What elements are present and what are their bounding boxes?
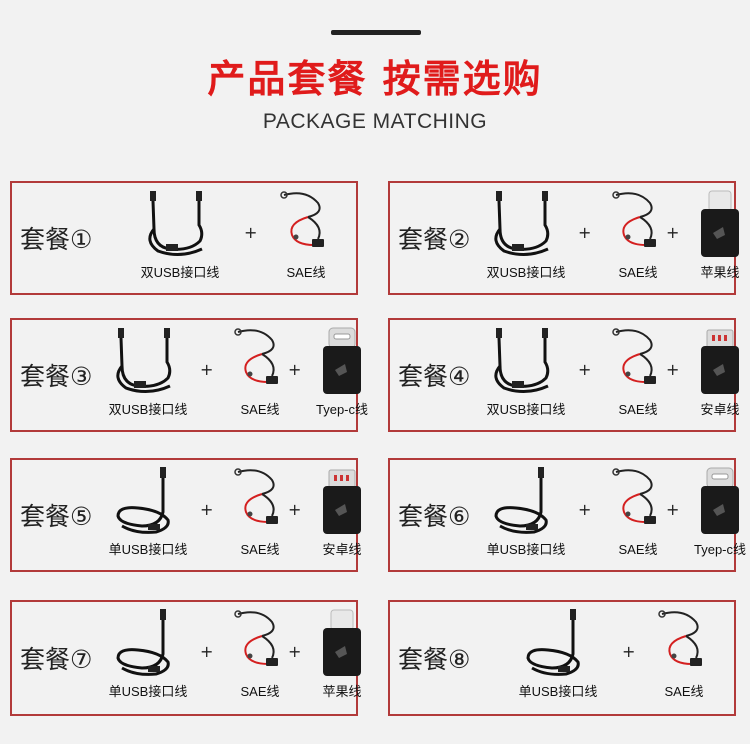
package-item: 双USB接口线 <box>100 326 196 418</box>
package-item: SAE线 <box>212 326 308 418</box>
package-item-label: 苹果线 <box>700 265 740 280</box>
plus-sign: + <box>200 360 214 379</box>
package-item-label: 安卓线 <box>322 542 362 557</box>
top-decor-bar <box>331 30 421 35</box>
package-card: 套餐⑧ 单USB接口线 SAE线 + <box>388 600 736 716</box>
package-item-label: Tyep-c线 <box>315 402 368 417</box>
package-item-label: Tyep-c线 <box>693 542 746 557</box>
package-item: SAE线 <box>212 608 308 700</box>
plus-sign: + <box>666 360 680 379</box>
package-item-label: SAE线 <box>240 402 280 417</box>
sae-cable-icon <box>232 466 288 538</box>
dual-usb-cable-icon <box>486 189 566 261</box>
package-card: 套餐④ 双USB接口线 SAE线 安卓线 + + <box>388 318 740 432</box>
plus-sign: + <box>578 500 592 519</box>
package-name: 套餐⑦ <box>20 645 93 674</box>
package-item-label: 单USB接口线 <box>108 684 188 699</box>
package-item-label: 单USB接口线 <box>518 684 598 699</box>
micro-usb-adapter-icon <box>695 326 745 398</box>
sae-cable-icon <box>278 189 334 261</box>
package-item: SAE线 <box>636 608 732 700</box>
sae-cable-icon <box>232 326 288 398</box>
package-item-label: 双USB接口线 <box>108 402 188 417</box>
plus-sign: + <box>288 500 302 519</box>
package-item-label: SAE线 <box>240 684 280 699</box>
package-name: 套餐① <box>20 225 93 254</box>
lightning-adapter-icon <box>695 189 745 261</box>
single-usb-cable-icon <box>108 466 188 538</box>
package-card: 套餐⑥ 单USB接口线 SAE线 Tyep-c线 + + <box>388 458 746 572</box>
package-item: 苹果线 <box>294 608 390 700</box>
package-item-label: SAE线 <box>286 265 326 280</box>
package-card: 套餐③ 双USB接口线 SAE线 Tyep-c线 + + <box>10 318 368 432</box>
package-item: 单USB接口线 <box>100 466 196 558</box>
plus-sign: + <box>578 360 592 379</box>
package-item: 单USB接口线 <box>478 466 574 558</box>
dual-usb-cable-icon <box>140 189 220 261</box>
package-item-label: 双USB接口线 <box>486 265 566 280</box>
package-item: 安卓线 <box>672 326 750 418</box>
package-item-label: SAE线 <box>664 684 704 699</box>
dual-usb-cable-icon <box>108 326 188 398</box>
package-item-label: 安卓线 <box>700 402 740 417</box>
plus-sign: + <box>622 642 636 661</box>
package-card: 套餐⑦ 单USB接口线 SAE线 苹果线 + + <box>10 600 362 716</box>
plus-sign: + <box>200 642 214 661</box>
package-item-label: 双USB接口线 <box>140 265 220 280</box>
micro-usb-adapter-icon <box>317 466 367 538</box>
page-title: 产品套餐 按需选购 <box>207 57 543 101</box>
package-item-label: SAE线 <box>240 542 280 557</box>
package-name: 套餐⑤ <box>20 502 93 531</box>
sae-cable-icon <box>610 326 666 398</box>
package-card: 套餐② 双USB接口线 SAE线 苹果线 + + <box>388 181 740 295</box>
plus-sign: + <box>288 642 302 661</box>
package-item-label: SAE线 <box>618 542 658 557</box>
package-item: Tyep-c线 <box>672 466 750 558</box>
package-item: 安卓线 <box>294 466 390 558</box>
sae-cable-icon <box>610 189 666 261</box>
single-usb-cable-icon <box>486 466 566 538</box>
plus-sign: + <box>200 500 214 519</box>
package-name: 套餐⑧ <box>398 645 471 674</box>
package-name: 套餐② <box>398 225 471 254</box>
sae-cable-icon <box>656 608 712 680</box>
package-item-label: 单USB接口线 <box>108 542 188 557</box>
sae-cable-icon <box>232 608 288 680</box>
package-item-label: 苹果线 <box>322 684 362 699</box>
page-subtitle: PACKAGE MATCHING <box>262 110 488 133</box>
single-usb-cable-icon <box>108 608 188 680</box>
package-item: 双USB接口线 <box>478 326 574 418</box>
plus-sign: + <box>244 223 258 242</box>
type-c-adapter-icon <box>695 466 745 538</box>
package-item: Tyep-c线 <box>294 326 390 418</box>
package-item: 双USB接口线 <box>132 189 228 281</box>
package-name: 套餐⑥ <box>398 502 471 531</box>
sae-cable-icon <box>610 466 666 538</box>
package-name: 套餐③ <box>20 362 93 391</box>
plus-sign: + <box>666 500 680 519</box>
lightning-adapter-icon <box>317 608 367 680</box>
package-item: 单USB接口线 <box>510 608 606 700</box>
package-item-label: 单USB接口线 <box>486 542 566 557</box>
package-item-label: SAE线 <box>618 402 658 417</box>
package-card: 套餐⑤ 单USB接口线 SAE线 安卓线 + + <box>10 458 362 572</box>
package-card: 套餐① 双USB接口线 SAE线 + <box>10 181 358 295</box>
package-item: 苹果线 <box>672 189 750 281</box>
type-c-adapter-icon <box>317 326 367 398</box>
package-item: SAE线 <box>590 326 686 418</box>
package-item-label: SAE线 <box>618 265 658 280</box>
package-item: SAE线 <box>590 466 686 558</box>
plus-sign: + <box>578 223 592 242</box>
package-item-label: 双USB接口线 <box>486 402 566 417</box>
package-item: SAE线 <box>258 189 354 281</box>
plus-sign: + <box>288 360 302 379</box>
plus-sign: + <box>666 223 680 242</box>
single-usb-cable-icon <box>518 608 598 680</box>
package-name: 套餐④ <box>398 362 471 391</box>
package-item: 单USB接口线 <box>100 608 196 700</box>
dual-usb-cable-icon <box>486 326 566 398</box>
package-item: 双USB接口线 <box>478 189 574 281</box>
package-item: SAE线 <box>212 466 308 558</box>
package-item: SAE线 <box>590 189 686 281</box>
